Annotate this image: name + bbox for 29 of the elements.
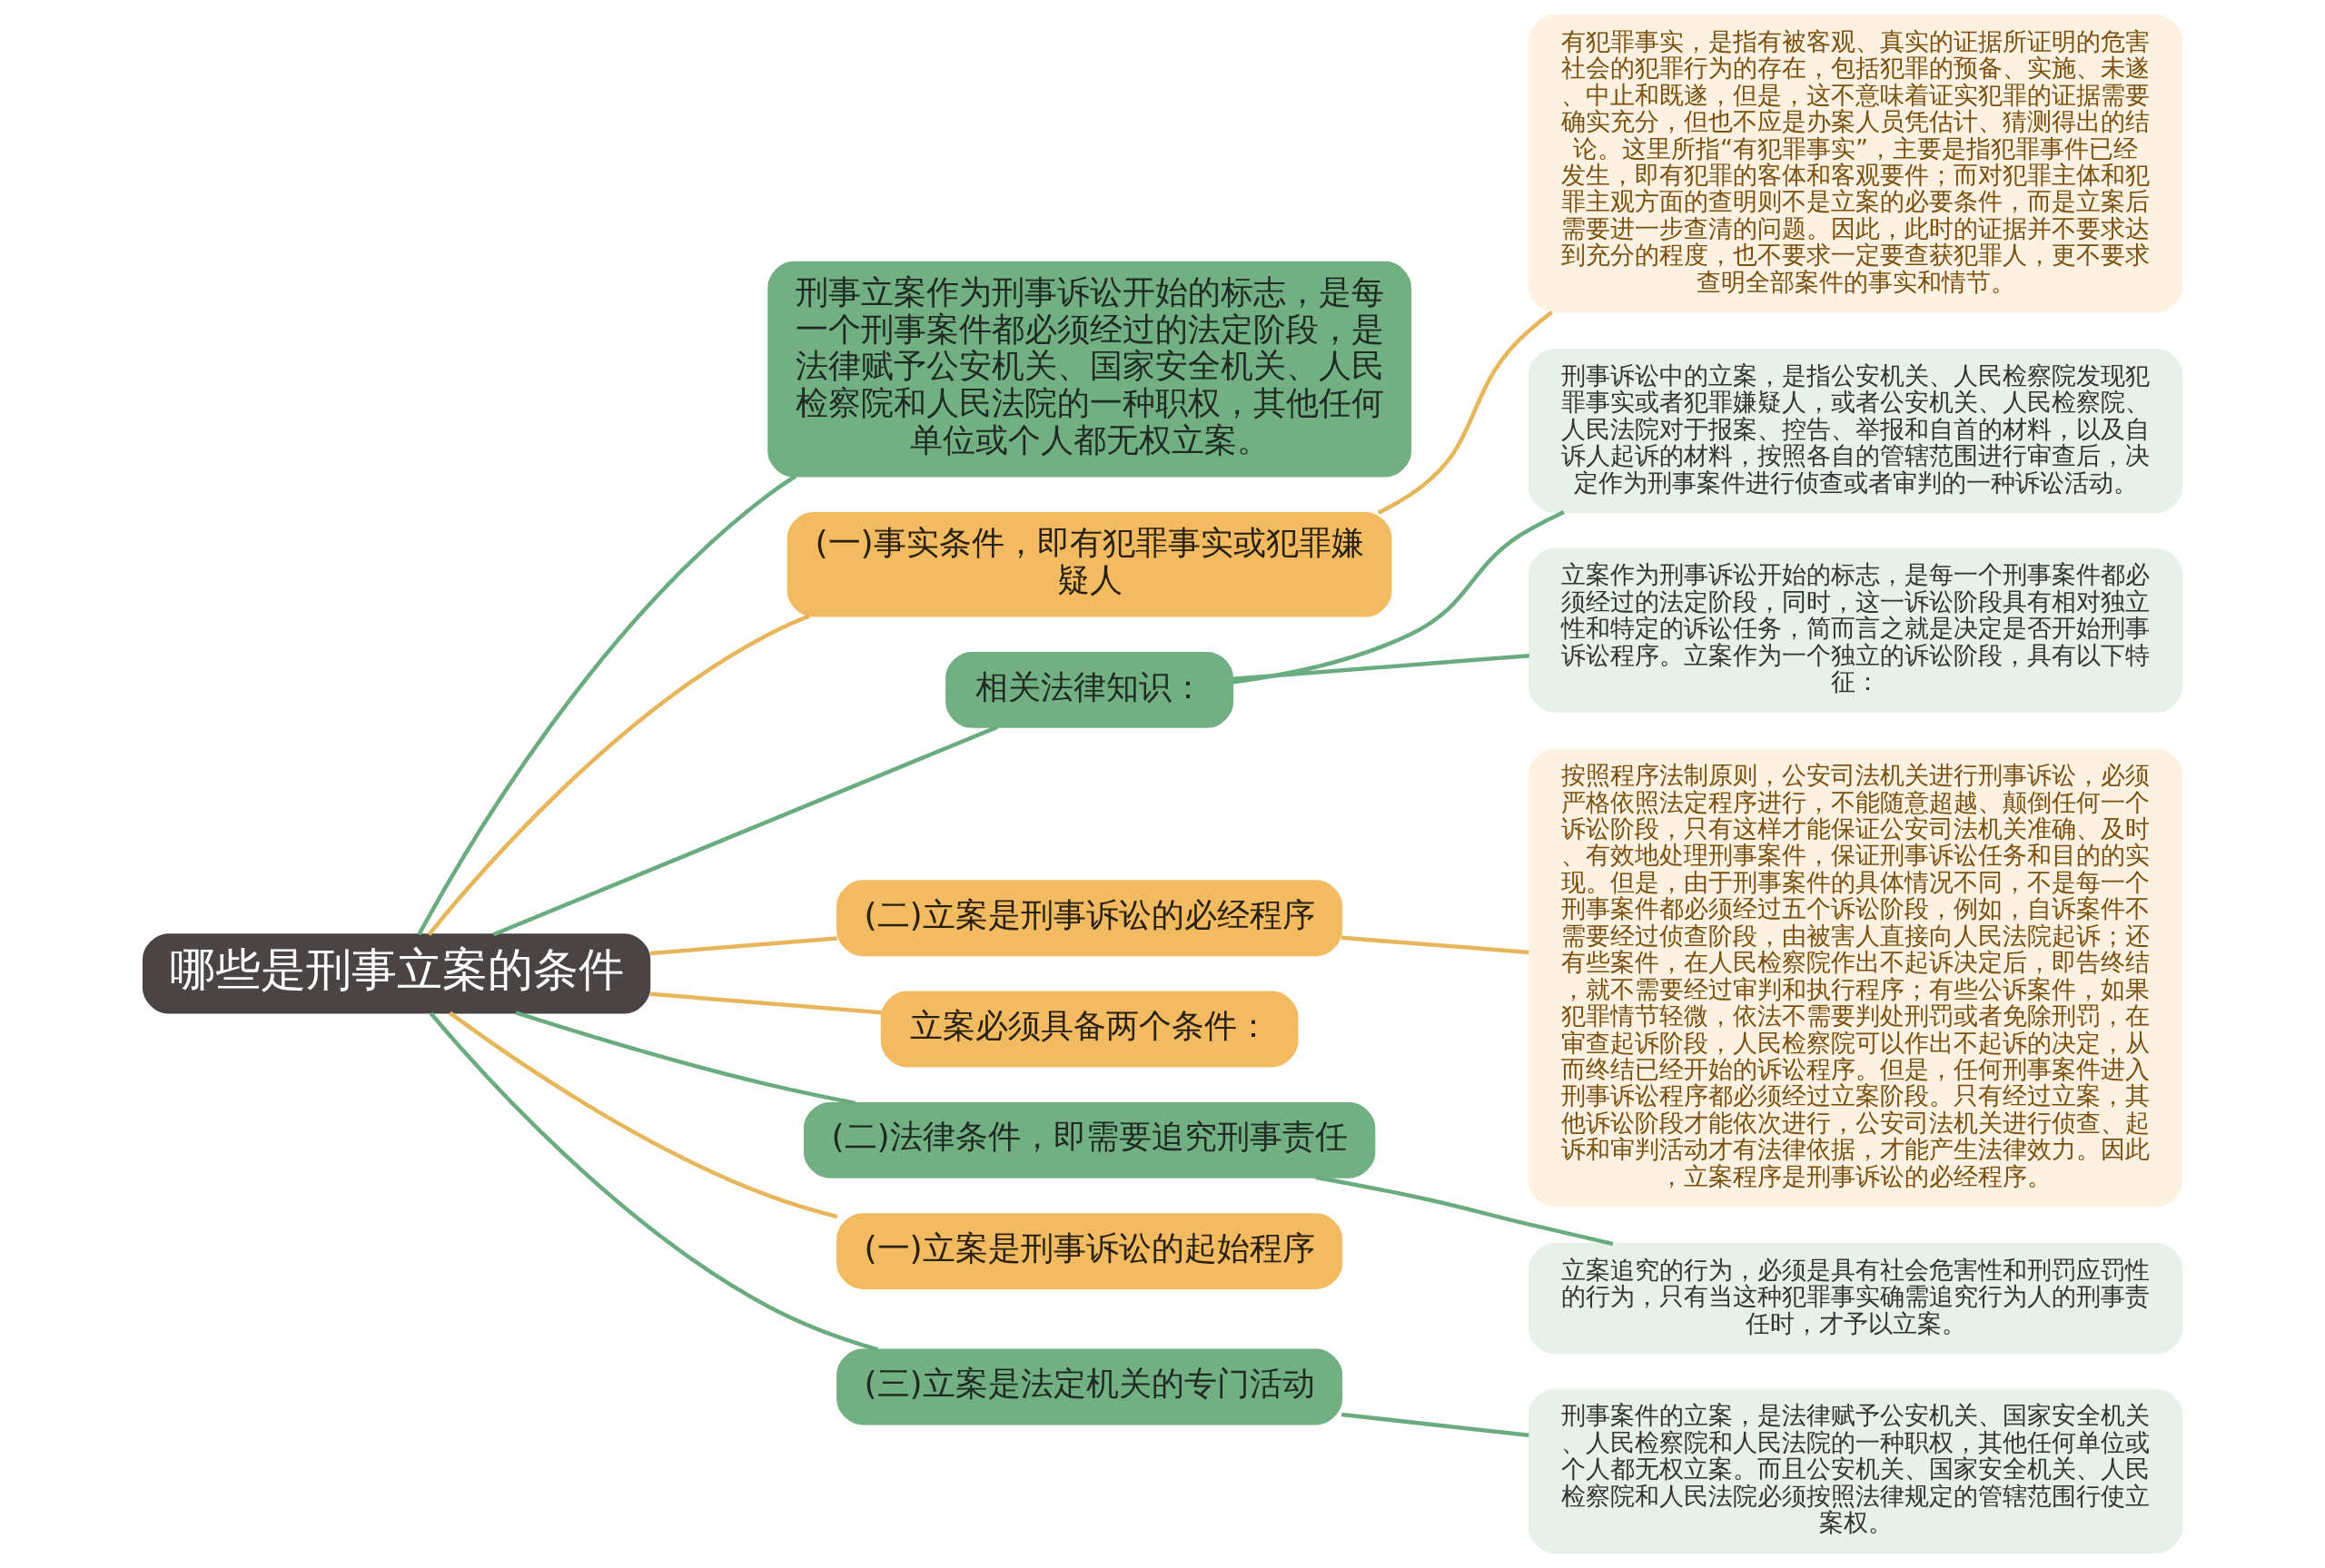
node-box: 刑事立案作为刑事诉讼开始的标志，是每一个刑事案件都必须经过的法定阶段，是法律赋予公安机关、国家安全机关、人民检察院和人民法院的一种职权，其他任何单位或个人都无权立案。 xyxy=(767,261,1411,478)
connector xyxy=(1315,1175,1614,1247)
connector xyxy=(449,1011,838,1219)
node-box: 相关法律知识： xyxy=(945,652,1234,728)
connector xyxy=(427,614,811,936)
node-box: 刑事诉讼中的立案，是指公安机关、人民检察院发现犯罪事实或者犯罪嫌疑人，或者公安机关、人民检察院、人民法院对于报案、控告、举报和自首的材料，以及自诉人起诉的材料，按照各自的管辖范围进行审查后，决定作为刑事案件进行侦查或者审判的一种诉讼活动。 xyxy=(1529,349,2183,514)
node-box: 立案作为刑事诉讼开始的标志，是每一个刑事案件都必须经过的法定阶段，同时，这一诉讼阶段具有相对独立性和特定的诉讼任务，简而言之就是决定是否开始刑事诉讼程序。立案作为一个独立的诉讼阶段，具有以下特征： xyxy=(1529,547,2183,713)
node-box: 立案必须具备两个条件： xyxy=(880,991,1299,1068)
connector xyxy=(1377,310,1554,515)
connector xyxy=(649,936,837,956)
connector xyxy=(1341,935,1529,955)
connector xyxy=(649,991,882,1015)
node-box: (三)立案是法定机关的专门活动 xyxy=(836,1348,1343,1425)
connector xyxy=(417,474,797,936)
node-box: (二)立案是刑事诉讼的必经程序 xyxy=(836,880,1343,957)
connector xyxy=(429,1011,879,1352)
connector xyxy=(1232,653,1530,681)
connector xyxy=(1232,510,1565,685)
connector xyxy=(492,725,998,937)
connector xyxy=(1341,1412,1529,1438)
node-box: 刑事案件的立案，是法律赋予公安机关、国家安全机关、人民检察院和人民法院的一种职权，其他任何单位或个人都无权立案。而且公安机关、国家安全机关、人民检察院和人民法院必须按照法律规定的管辖范围行使立案权。 xyxy=(1529,1388,2183,1553)
node-box: (一)事实条件，即有犯罪事实或犯罪嫌疑人 xyxy=(787,512,1392,617)
node-box: 按照程序法制原则，公安司法机关进行刑事诉讼，必须严格依照法定程序进行，不能随意超越、颠倒任何一个诉讼阶段，只有这样才能保证公安司法机关准确、及时、有效地处理刑事案件，保证刑事诉讼任务和目的的实现。但是，由于刑事案件的具体情况不同，不是每一个刑事案件都必须经过五个诉讼阶段，例如，自诉案件不需要经过侦查阶段，由被害人直接向人民法院起诉；还有些案件，在人民检察院作出不起诉决定后，即告终结，就不需要经过审判和执行程序；有些公诉案件，如果犯罪情节轻微，依法不需要判处刑罚或者免除刑罚，在审查起诉阶段，人民检察院可以作出不起诉的决定，从而终结已经开始的诉讼程序。但是，任何刑事案件进入刑事诉讼程序都必须经过立案阶段。只有经过立案，其他诉讼阶段才能依次进行，公安司法机关进行侦查、起诉和审判活动才有法律依据，才能产生法律效力。因此，立案程序是刑事诉讼的必经程序。 xyxy=(1529,748,2183,1208)
node-box: (一)立案是刑事诉讼的起始程序 xyxy=(836,1213,1343,1289)
node-box: 哪些是刑事立案的条件 xyxy=(142,933,651,1014)
node-box: 立案追究的行为，必须是具有社会危害性和刑罚应罚性的行为，只有当这种犯罪事实确需追究行为人的刑事责任时，才予以立案。 xyxy=(1529,1243,2183,1355)
node-box: 有犯罪事实，是指有被客观、真实的证据所证明的危害社会的犯罪行为的存在，包括犯罪的预备、实施、未遂、中止和既遂，但是，这不意味着证实犯罪的证据需要确实充分，但也不应是办案人员凭估计、猜测得出的结论。这里所指“有犯罪事实”，主要是指犯罪事件已经发生，即有犯罪的客体和客观要件；而对犯罪主体和犯罪主观方面的查明则不是立案的必要条件，而是立案后需要进一步查清的问题。因此，此时的证据并不要求达到充分的程度，也不要求一定要查获犯罪人，更不要求查明全部案件的事实和情节。 xyxy=(1529,15,2183,313)
connector xyxy=(515,1011,856,1106)
node-box: (二)法律条件，即需要追究刑事责任 xyxy=(803,1101,1376,1178)
